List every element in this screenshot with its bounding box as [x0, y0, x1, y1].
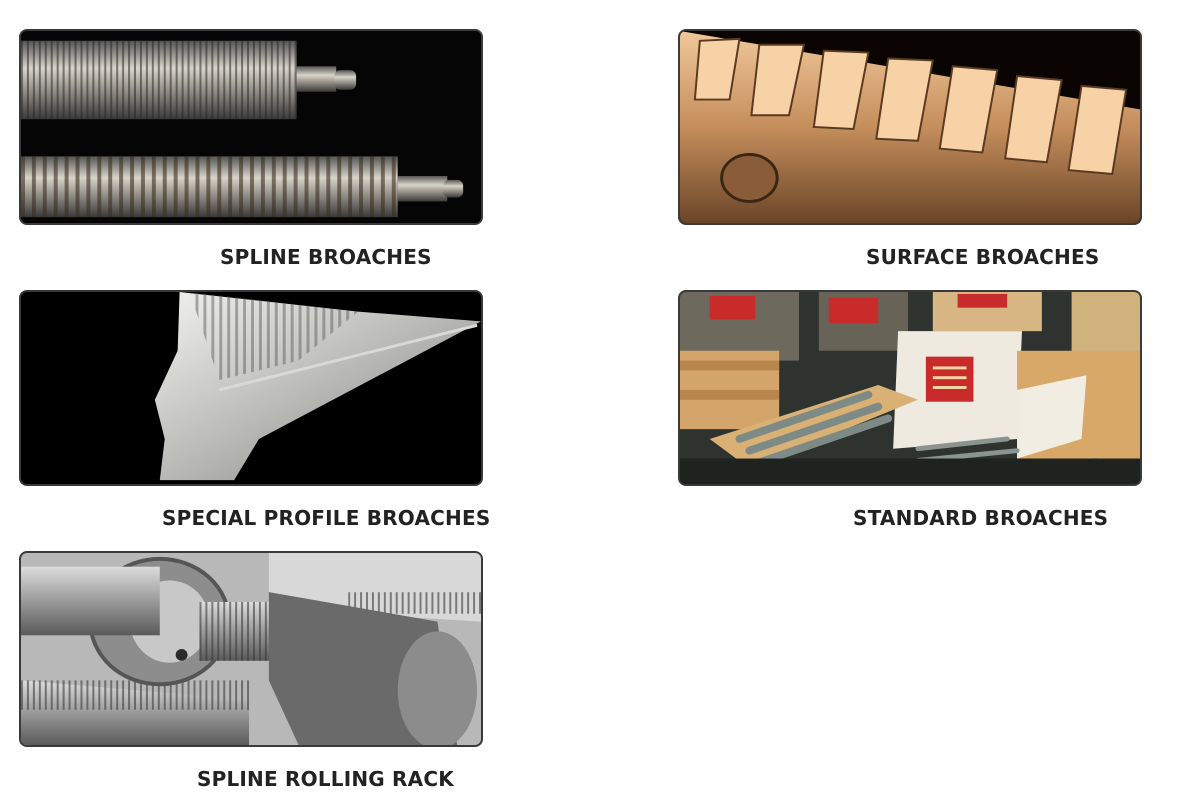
special-profile-broaches-photo: [21, 292, 481, 484]
spline-rolling-rack-photo: [21, 553, 481, 745]
spline-broaches-photo: [21, 31, 481, 223]
surface-broaches-photo: [680, 31, 1140, 223]
product-card-spline-broaches[interactable]: [19, 29, 483, 225]
product-title[interactable]: SPECIAL PROFILE BROACHES: [162, 506, 491, 530]
standard-broaches-photo: [680, 292, 1140, 484]
product-card-standard-broaches[interactable]: [678, 290, 1142, 486]
product-card-spline-rolling-rack[interactable]: [19, 551, 483, 747]
product-title[interactable]: STANDARD BROACHES: [853, 506, 1109, 530]
product-card-surface-broaches[interactable]: [678, 29, 1142, 225]
product-title[interactable]: SPLINE BROACHES: [220, 245, 432, 269]
product-card-special-profile-broaches[interactable]: [19, 290, 483, 486]
product-title[interactable]: SURFACE BROACHES: [866, 245, 1100, 269]
product-title[interactable]: SPLINE ROLLING RACK: [197, 767, 454, 791]
